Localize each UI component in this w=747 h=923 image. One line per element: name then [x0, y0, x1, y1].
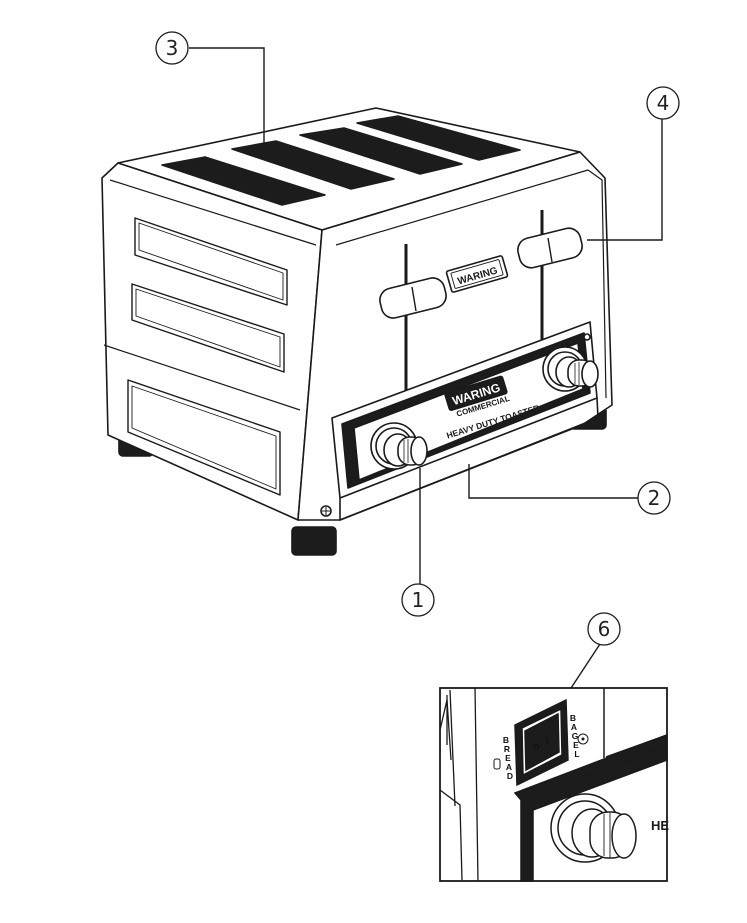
callout-6: 6 — [587, 612, 621, 646]
slot-3 — [299, 127, 463, 175]
screw-icon — [320, 505, 332, 517]
bagel-icon — [577, 733, 589, 745]
svg-text:B: B — [503, 735, 509, 745]
slot-4 — [356, 115, 521, 161]
bread-icon — [493, 758, 501, 770]
bread-slots — [161, 115, 521, 206]
slot-1 — [161, 156, 326, 206]
callout-4: 4 — [646, 86, 680, 120]
toaster: WARING WARING COMMERCIAL HEAVY DUTY TOAS… — [101, 107, 613, 556]
svg-text:6: 6 — [598, 617, 611, 641]
panel-screw-icon — [583, 333, 591, 341]
inset-detail: O I B R E A D B A G E L — [439, 687, 669, 882]
slot-2 — [231, 140, 395, 190]
inset-cut-text: HE — [651, 818, 669, 833]
svg-text:R: R — [504, 744, 510, 754]
callout-2: 2 — [637, 481, 671, 515]
svg-text:A: A — [506, 762, 512, 772]
switch-on-symbol: I — [546, 736, 548, 746]
knob-right[interactable] — [542, 346, 599, 392]
svg-text:1: 1 — [412, 588, 425, 612]
front-brand-badge: WARING — [445, 255, 509, 293]
knob-left[interactable] — [370, 422, 428, 470]
svg-text:E: E — [505, 753, 511, 763]
bagel-label: B A G E L — [570, 713, 580, 759]
svg-text:D: D — [507, 771, 513, 781]
power-switch[interactable]: O I — [514, 698, 569, 787]
inset-body-edge — [439, 687, 479, 882]
svg-text:L: L — [574, 749, 579, 759]
callout-3: 3 — [155, 31, 189, 65]
svg-text:E: E — [573, 740, 579, 750]
bread-label: B R E A D — [503, 735, 513, 781]
svg-text:4: 4 — [657, 91, 670, 115]
svg-text:G: G — [572, 731, 579, 741]
inset-knob[interactable] — [550, 793, 637, 863]
switch-off-symbol: O — [533, 742, 540, 752]
svg-text:3: 3 — [166, 36, 179, 60]
lever-right[interactable] — [515, 226, 584, 271]
svg-text:2: 2 — [648, 486, 661, 510]
svg-text:B: B — [570, 713, 576, 723]
svg-text:A: A — [571, 722, 577, 732]
lever-left[interactable] — [377, 275, 448, 320]
callout-1: 1 — [401, 583, 435, 617]
side-grooves — [127, 217, 288, 496]
foot-front — [291, 526, 337, 556]
